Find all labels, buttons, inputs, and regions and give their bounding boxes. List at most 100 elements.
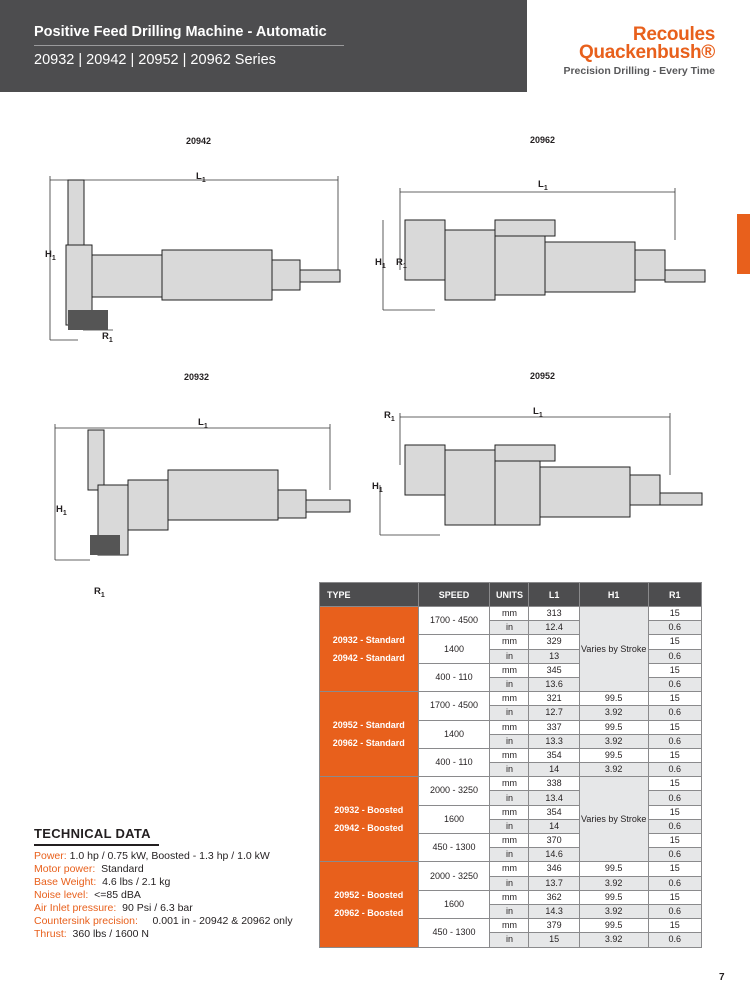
l1-cell: 14.3 — [528, 903, 580, 920]
speed-cell: 1600 — [417, 889, 491, 920]
h1-cell: 99.5 — [578, 861, 649, 877]
h1-cell: 3.92 — [578, 903, 649, 920]
speed-cell: 1700 - 4500 — [417, 691, 491, 721]
speed-cell: 400 - 110 — [417, 747, 491, 778]
h1-cell: 99.5 — [578, 747, 649, 764]
drawing-label-20962: 20962 — [530, 135, 556, 145]
header-band — [0, 0, 527, 92]
h1-cell: 99.5 — [578, 719, 649, 735]
units-cell: mm — [489, 747, 530, 764]
l1-cell: 362 — [528, 889, 580, 905]
logo-line-1: Recoules — [632, 24, 715, 45]
l1-cell: 338 — [528, 776, 580, 792]
technical-data-value: 360 lbs / 1600 N — [66, 927, 149, 940]
technical-data-heading: TECHNICAL DATA — [34, 826, 151, 841]
r1-cell: 15 — [647, 918, 703, 934]
drawing-20942 — [49, 176, 341, 341]
r1-cell: 0.6 — [647, 648, 703, 664]
header-type: TYPE — [319, 582, 419, 607]
l1-cell: 13.7 — [528, 875, 580, 891]
technical-data-list: Power: 1.0 hp / 0.75 kW, Boosted - 1.3 h… — [34, 850, 319, 941]
l1-cell: 321 — [528, 691, 580, 707]
l1-cell: 313 — [528, 605, 580, 622]
h1-cell: 3.92 — [578, 705, 649, 721]
units-cell: in — [489, 733, 530, 749]
h1-varies-cell: Varies by Stroke — [578, 776, 649, 863]
units-cell: mm — [489, 634, 530, 650]
speed-cell: 400 - 110 — [417, 662, 491, 693]
l1-cell: 13.6 — [528, 676, 580, 693]
technical-data-label: Noise level: — [34, 888, 89, 901]
h1-cell: 99.5 — [578, 691, 649, 707]
type-name: 20942 - Standard — [332, 653, 405, 664]
section-tab-marker — [737, 214, 750, 274]
r1-cell: 15 — [647, 719, 703, 735]
l1-cell: 13 — [528, 648, 580, 664]
l1-cell: 337 — [528, 719, 580, 735]
speed-cell: 1700 - 4500 — [417, 605, 491, 636]
technical-data-label: Power: — [34, 849, 67, 862]
r1-cell: 15 — [647, 861, 703, 877]
units-cell: in — [489, 875, 530, 891]
page-number: 7 — [719, 972, 725, 983]
dim-label-h1: H1 — [56, 504, 67, 517]
r1-cell: 0.6 — [647, 875, 703, 891]
drawing-20962 — [382, 188, 706, 311]
units-cell: in — [489, 903, 530, 920]
header-speed: SPEED — [417, 582, 491, 607]
units-cell: mm — [489, 776, 530, 792]
l1-cell: 354 — [528, 747, 580, 764]
l1-cell: 14.6 — [528, 847, 580, 863]
header-h1: H1 — [578, 582, 649, 607]
speed-cell: 2000 - 3250 — [417, 861, 491, 891]
l1-cell: 14 — [528, 818, 580, 835]
units-cell: mm — [489, 804, 530, 820]
units-cell: mm — [489, 691, 530, 707]
dim-label-l1: L1 — [538, 179, 548, 192]
l1-cell: 354 — [528, 804, 580, 820]
units-cell: mm — [489, 662, 530, 678]
dim-label-h1: H1 — [45, 249, 56, 262]
r1-cell: 15 — [647, 691, 703, 707]
drawing-label-20932: 20932 — [184, 372, 210, 382]
header-l1: L1 — [528, 582, 580, 607]
technical-data-item: Noise level: <=85 dBA — [34, 889, 319, 902]
units-cell: mm — [489, 889, 530, 905]
r1-cell: 15 — [647, 662, 703, 678]
units-cell: in — [489, 676, 530, 693]
h1-cell: 3.92 — [578, 762, 649, 778]
l1-cell: 329 — [528, 634, 580, 650]
r1-cell: 0.6 — [647, 733, 703, 749]
units-cell: mm — [489, 918, 530, 934]
units-cell: in — [489, 620, 530, 636]
page-title: Positive Feed Drilling Machine - Automat… — [34, 24, 327, 40]
r1-cell: 15 — [647, 747, 703, 764]
technical-data-value: <=85 dBA — [88, 888, 141, 901]
h1-cell: 99.5 — [578, 889, 649, 905]
speed-cell: 450 - 1300 — [417, 832, 491, 863]
technical-data-value: 0.001 in - 20942 & 20962 only — [137, 914, 293, 927]
dim-label-l1: L1 — [198, 417, 208, 430]
units-cell: in — [489, 648, 530, 664]
r1-cell: 15 — [647, 889, 703, 905]
l1-cell: 15 — [528, 932, 580, 948]
units-cell: in — [489, 762, 530, 778]
units-cell: in — [489, 932, 530, 948]
technical-data-item: Base Weight: 4.6 lbs / 2.1 kg — [34, 876, 319, 889]
r1-cell: 15 — [647, 776, 703, 792]
r1-cell: 0.6 — [647, 932, 703, 948]
r1-cell: 0.6 — [647, 676, 703, 693]
dim-label-r1: R1 — [94, 586, 105, 599]
type-name: 20952 - Standard — [332, 720, 405, 731]
